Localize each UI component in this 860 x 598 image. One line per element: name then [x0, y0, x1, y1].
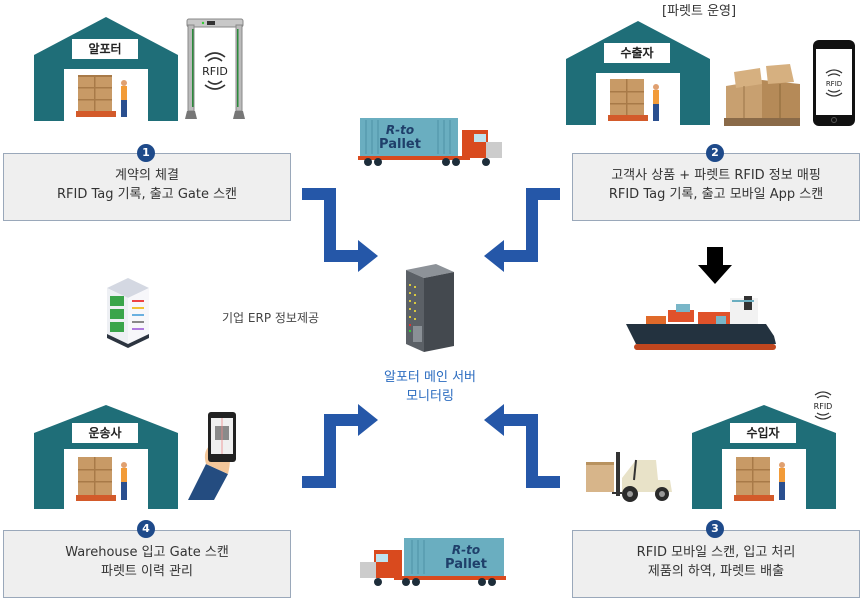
step-badge-4: 4 [137, 520, 155, 538]
flow-arrow-icon [484, 404, 560, 488]
warehouse-label: 운송사 [72, 423, 138, 443]
step-4-line2: 파렛트 이력 관리 [101, 564, 193, 579]
step-box-4: Warehouse 입고 Gate 스캔 파렛트 이력 관리 [3, 530, 291, 598]
warehouse-icon [692, 405, 836, 509]
warehouse-label: 알포터 [72, 39, 138, 59]
step-1-line2: RFID Tag 기록, 출고 Gate 스캔 [56, 187, 238, 202]
step-3-line2: 제품의 하역, 파렛트 배출 [647, 564, 785, 579]
warehouse-alporter: 알포터 [34, 17, 178, 121]
svg-text:R-to: R-to [452, 543, 480, 557]
warehouse-label: 수출자 [604, 43, 670, 63]
step-box-2: 고객사 상품 + 파렛트 RFID 정보 매핑 RFID Tag 기록, 출고 … [572, 153, 860, 221]
step-4-line1: Warehouse 입고 Gate 스캔 [65, 545, 229, 560]
flow-arrow-icon [484, 188, 560, 272]
svg-text:Pallet: Pallet [379, 137, 421, 152]
warehouse-icon [34, 17, 178, 121]
down-arrow-icon [698, 247, 732, 284]
svg-text:RFID: RFID [814, 402, 833, 411]
diagram-title: [파렛트 운영] [662, 4, 737, 19]
step-box-1: 계약의 체결 RFID Tag 기록, 출고 Gate 스캔 [3, 153, 291, 221]
warehouse-exporter: 수출자 [566, 21, 710, 125]
warehouse-label: 수입자 [730, 423, 796, 443]
smartphone-rfid-icon: RFID [813, 40, 855, 126]
truck-icon: R-to Pallet [358, 118, 502, 166]
cargo-ship-icon [626, 296, 776, 350]
svg-text:RFID: RFID [202, 65, 228, 78]
server-caption-line2: 모니터링 [406, 389, 454, 404]
step-2-line2: RFID Tag 기록, 출고 모바일 App 스캔 [608, 187, 824, 202]
rfid-signal-icon: RFID [814, 391, 833, 420]
svg-text:R-to: R-to [386, 123, 414, 137]
step-badge-3: 3 [706, 520, 724, 538]
svg-text:RFID: RFID [826, 80, 842, 88]
flow-arrow-icon [302, 188, 378, 272]
server-rack-icon [406, 264, 454, 352]
step-box-3: RFID 모바일 스캔, 입고 처리 제품의 하역, 파렛트 배출 [572, 530, 860, 598]
warehouse-importer: 수입자 [692, 405, 836, 509]
warehouse-carrier: 운송사 [34, 405, 178, 509]
carton-pallet-icon [724, 64, 800, 126]
step-2-line1: 고객사 상품 + 파렛트 RFID 정보 매핑 [611, 168, 821, 183]
server-caption: 알포터 메인 서버 모니터링 [355, 368, 505, 406]
worker-with-boxes-icon [76, 75, 127, 117]
erp-server-icon [107, 278, 149, 348]
server-caption-line1: 알포터 메인 서버 [384, 370, 476, 385]
step-1-line1: 계약의 체결 [115, 168, 179, 183]
forklift-icon [586, 452, 672, 502]
step-badge-2: 2 [706, 144, 724, 162]
step-badge-1: 1 [137, 144, 155, 162]
warehouse-icon [566, 21, 710, 125]
erp-caption: 기업 ERP 정보제공 [222, 311, 320, 325]
warehouse-icon [34, 405, 178, 509]
svg-text:Pallet: Pallet [445, 557, 487, 572]
rfid-gate-icon: RFID [185, 18, 245, 119]
worker-with-boxes-icon [76, 457, 127, 501]
step-3-line1: RFID 모바일 스캔, 입고 처리 [636, 545, 796, 560]
worker-with-boxes-icon [734, 457, 785, 501]
flow-arrow-icon [302, 404, 378, 488]
worker-with-boxes-icon [608, 79, 659, 121]
hand-phone-scan-icon [188, 412, 236, 500]
truck-icon: R-to Pallet [360, 538, 506, 586]
